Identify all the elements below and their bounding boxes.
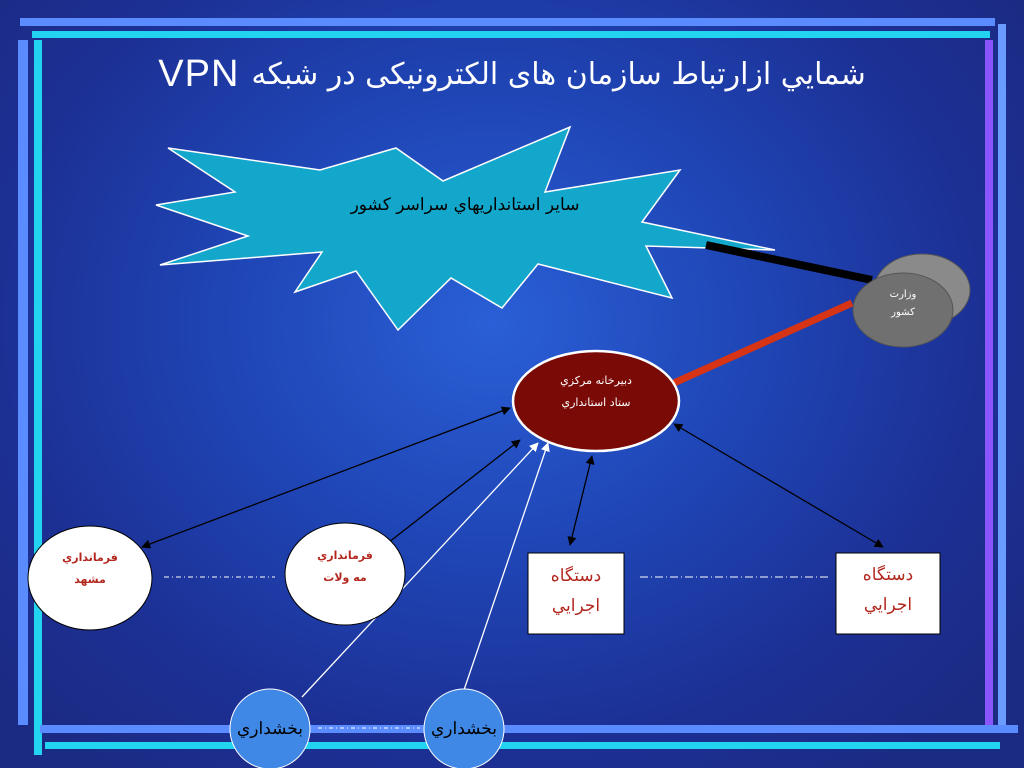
red-link-hq-ministry [672,299,854,387]
left-bar-light [18,40,28,725]
other-provinces-label: ساير استانداريهاي سراسر كشور [350,195,580,215]
link-district2-hq [463,442,550,691]
bottom-bar-cyan [45,742,1000,749]
ministry-label: وزارت كشور [889,289,917,318]
title-persian: شمايي ازارتباط سازمان های الکترونیکی در … [251,56,866,92]
district-1-node [229,688,311,768]
district-1-label: بخشداري [236,719,304,739]
link-hq-agency2 [673,423,884,548]
right-bar-light [998,24,1006,729]
bottom-bar-light [40,725,1018,733]
link-hq-mashhad [141,406,511,549]
title-latin: VPN [158,52,240,95]
gov-mashhad-label: فرمانداري مشهد [62,551,118,586]
black-link-burst-ministry [705,241,873,284]
link-district1-hq [301,442,539,698]
gov-mashhad-node [27,525,153,631]
top-bar-cyan [32,31,990,38]
district-2-label: بخشداري [430,719,498,739]
exec-agency-2-label: دستگاه اجرايي [862,565,914,615]
left-bar-cyan [34,40,42,755]
exec-agency-1-label: دستگاه اجرايي [550,566,602,616]
other-provinces-burst [155,125,776,332]
gov-mahvelat-label: فرمانداري مه ولات [317,549,373,584]
hq-node [511,349,681,453]
page-title: شمايي ازارتباط سازمان های الکترونیکی در … [0,44,1024,104]
ministry-disk-front [852,272,954,348]
exec-agency-1-box [527,552,625,635]
gov-mahvelat-node [284,522,406,626]
exec-agency-2-box [835,552,941,635]
district-2-node [423,688,505,768]
right-bar-purple [985,40,993,730]
link-hq-agency1 [567,455,595,546]
link-hq-mahvelat [383,439,521,547]
top-bar-light [20,18,995,26]
hq-label: دبيرخانه مركزي ستاد استانداري [560,374,632,409]
